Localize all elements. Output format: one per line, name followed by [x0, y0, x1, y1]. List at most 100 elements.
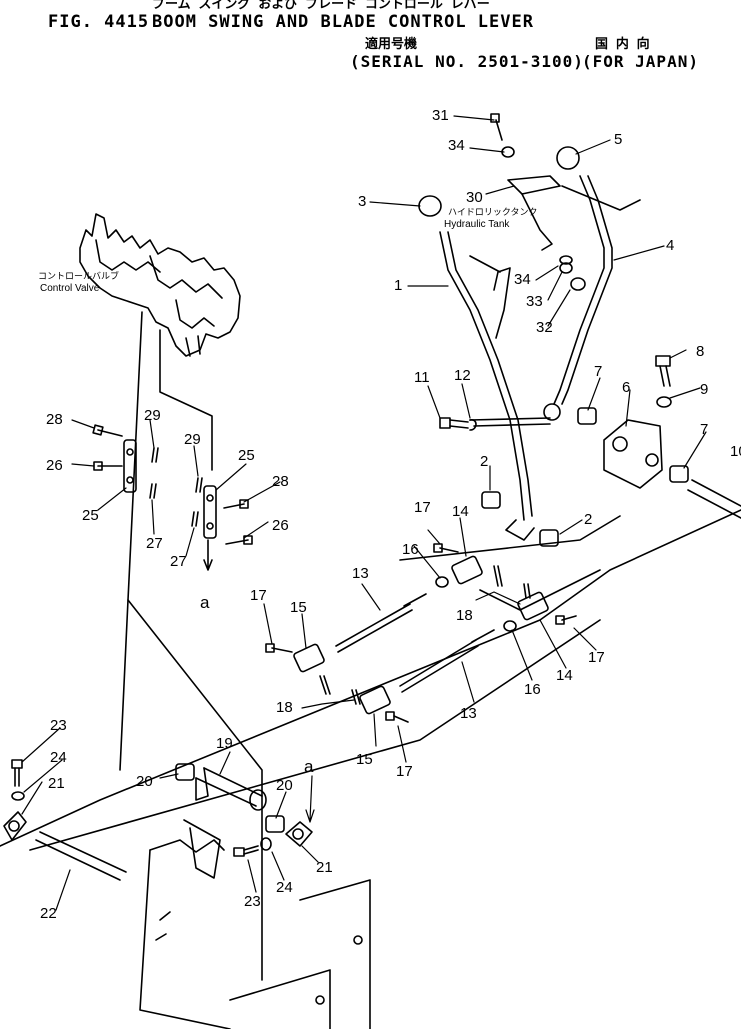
- applicable-serial-jp: 適用号機: [365, 37, 418, 52]
- callout-29: 29: [184, 431, 201, 448]
- clevis-15b: [359, 685, 391, 715]
- callout-16: 16: [524, 681, 541, 698]
- washer-34: [559, 262, 573, 274]
- region-jp: 国 内 向: [595, 37, 650, 52]
- lever-1: [439, 231, 525, 521]
- callout-1: 1: [394, 277, 403, 294]
- lever-21b: [285, 821, 313, 847]
- callout-27: 27: [146, 535, 163, 552]
- callout-15: 15: [290, 599, 307, 616]
- lower-frame: [149, 839, 225, 853]
- callout-31: 31: [432, 107, 449, 124]
- callout-20: 20: [276, 777, 293, 794]
- callout-21: 21: [316, 859, 333, 876]
- callout-12: 12: [454, 367, 471, 384]
- callout-16: 16: [402, 541, 419, 558]
- clevis-left: [123, 439, 137, 493]
- callout-9: 9: [700, 381, 709, 398]
- callout-27: 27: [170, 553, 187, 570]
- knob-3: [418, 195, 442, 217]
- valve-rod-left: [119, 311, 143, 771]
- callout-14: 14: [452, 503, 469, 520]
- callout-8: 8: [696, 343, 705, 360]
- callout-14: 14: [556, 667, 573, 684]
- callout-23: 23: [244, 893, 261, 910]
- shaft-10: [687, 479, 741, 519]
- bolt-31: [495, 119, 503, 141]
- callout-34: 34: [448, 137, 465, 154]
- callout-26: 26: [272, 517, 289, 534]
- callout-29: 29: [144, 407, 161, 424]
- market-region: (FOR JAPAN): [582, 52, 699, 71]
- figure-title: BOOM SWING AND BLADE CONTROL LEVER: [152, 12, 534, 32]
- lever-4: [553, 175, 605, 405]
- callout-25: 25: [82, 507, 99, 524]
- callout-2: 2: [584, 511, 593, 528]
- bolt-17c: [271, 647, 293, 653]
- bolt-11: [439, 417, 451, 429]
- hydraulic-tank-label: Hydraulic Tank: [444, 219, 510, 230]
- washer-24a: [11, 791, 25, 801]
- valve-rod-right: [159, 329, 213, 471]
- rod-13-lower: [399, 639, 479, 693]
- callout-26: 26: [46, 457, 63, 474]
- callout-leaders: [21, 115, 707, 911]
- bushing-20b: [265, 815, 285, 833]
- callout-13: 13: [352, 565, 369, 582]
- knob-5: [556, 146, 580, 170]
- callout-34: 34: [514, 271, 531, 288]
- callout-3: 3: [358, 193, 367, 210]
- callout-17: 17: [250, 587, 267, 604]
- callout-5: 5: [614, 131, 623, 148]
- hydraulic-tank-label-jp: ハイドロリックタンク: [448, 207, 538, 217]
- callout-32: 32: [536, 319, 553, 336]
- bushing-20a: [175, 763, 195, 781]
- bracket-6: [603, 419, 663, 489]
- callout-7: 7: [594, 363, 603, 380]
- callout-4: 4: [666, 237, 675, 254]
- callout-33: 33: [526, 293, 543, 310]
- control-valve-label: Control Valve: [40, 283, 100, 294]
- callout-17: 17: [588, 649, 605, 666]
- callout-10: 10: [730, 443, 741, 460]
- callout-20: 20: [136, 773, 153, 790]
- control-valve-label-jp: コントロールバルブ: [38, 271, 120, 281]
- control-valve: [79, 213, 241, 357]
- clevis-14b: [517, 591, 549, 621]
- callout-15: 15: [356, 751, 373, 768]
- nut-16a: [435, 576, 449, 588]
- callout-7: 7: [700, 421, 709, 438]
- callout-28: 28: [46, 411, 63, 428]
- bolt-8: [655, 355, 671, 367]
- pin-12: [469, 419, 477, 431]
- callout-6: 6: [622, 379, 631, 396]
- bolt-23b: [233, 847, 245, 857]
- washer-24b: [260, 837, 272, 851]
- callout-28: 28: [272, 473, 289, 490]
- bushing-7a: [577, 407, 597, 425]
- serial-range: (SERIAL NO. 2501-3100): [350, 52, 584, 71]
- title-japanese: ブーム スイング および ブレード コントロール レバー: [152, 0, 490, 12]
- callout-17: 17: [414, 499, 431, 516]
- callout-30: 30: [466, 189, 483, 206]
- bolt-17d: [393, 715, 409, 723]
- lever-21a: [3, 811, 27, 841]
- callout-13: 13: [460, 705, 477, 722]
- bushing-2b: [539, 529, 559, 547]
- callout-19: 19: [216, 735, 233, 752]
- bushing-2a: [481, 491, 501, 509]
- callout-22: 22: [40, 905, 57, 922]
- bracket-30: [507, 175, 561, 195]
- callout-11: 11: [414, 369, 430, 386]
- clevis-right: [203, 485, 217, 539]
- clevis-15a: [293, 643, 325, 673]
- figure-number: FIG. 4415: [48, 12, 150, 32]
- washer-9: [656, 396, 672, 408]
- callout-24: 24: [276, 879, 293, 896]
- nut-16b: [503, 620, 517, 632]
- callout-2: 2: [480, 453, 489, 470]
- bolt-23a: [11, 759, 23, 769]
- callout-24: 24: [50, 749, 67, 766]
